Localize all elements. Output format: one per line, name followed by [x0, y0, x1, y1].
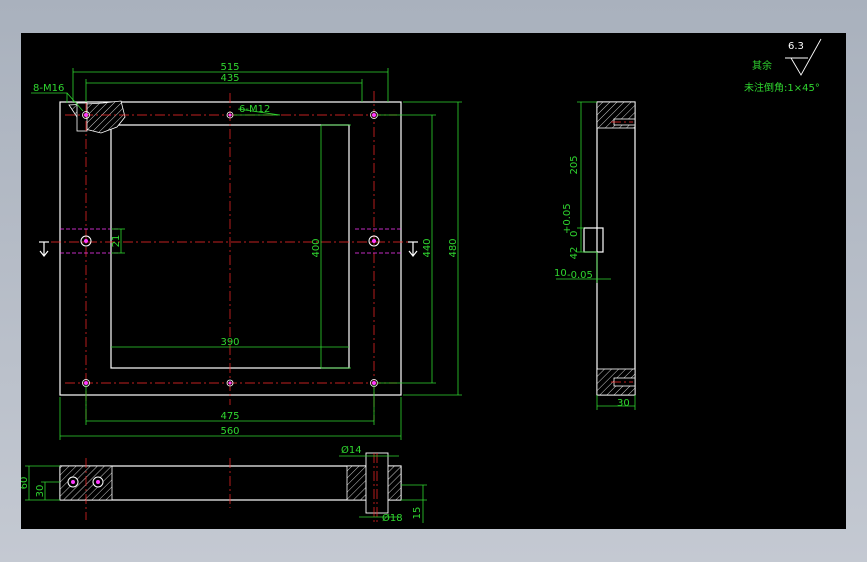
- section-marker-right: [408, 242, 418, 257]
- dim-205: 205: [569, 155, 580, 174]
- hole-callout-m12: 6-M12: [239, 104, 270, 115]
- m16-holes: [80, 111, 380, 387]
- side-key-slot: [583, 227, 604, 253]
- plate-outline: [59, 101, 402, 396]
- roughness-symbol-icon: [790, 38, 822, 76]
- dim-480: 480: [448, 238, 459, 257]
- dim-560: 560: [220, 426, 239, 437]
- chamfer-note: 未注倒角:1×45°: [744, 81, 820, 94]
- tol-10: -0.05: [567, 270, 593, 281]
- dim-10: 10: [554, 268, 567, 279]
- tol-42-lower: 0: [569, 231, 580, 237]
- dim-390: 390: [220, 337, 239, 348]
- dim-side-30: 30: [617, 398, 630, 409]
- roughness-value: 6.3: [788, 41, 804, 52]
- side-view: 205 42 +0.05 0 10 -0.05 30: [554, 101, 636, 410]
- section-marker-left: [39, 242, 49, 257]
- dim-475: 475: [220, 411, 239, 422]
- plan-dimension-lines: [31, 68, 462, 440]
- cad-drawing-canvas[interactable]: 515 435 8-M16 6-M12 400 440 480 390 475 …: [19, 33, 846, 529]
- dim-60: 60: [21, 477, 30, 490]
- dim-bottom-30: 30: [35, 485, 46, 498]
- drawing-svg: 515 435 8-M16 6-M12 400 440 480 390 475 …: [19, 38, 822, 524]
- bottom-view: 60 30 Ø14 Ø18 15: [19, 444, 427, 524]
- bottom-dimension-lines: [25, 455, 427, 523]
- dim-15: 15: [412, 507, 423, 520]
- roughness-other-label: 其余: [752, 59, 772, 72]
- dim-515: 515: [220, 62, 239, 73]
- tol-42-upper: +0.05: [562, 203, 573, 234]
- hole-callout-m16: 8-M16: [33, 83, 64, 94]
- breakout-bore: [76, 102, 88, 132]
- dim-435: 435: [220, 73, 239, 84]
- notes-block: 6.3 其余 未注倒角:1×45°: [744, 38, 822, 94]
- dim-42: 42: [569, 247, 580, 260]
- dim-d14: Ø14: [341, 444, 362, 456]
- dim-400: 400: [311, 238, 322, 257]
- plan-view: 515 435 8-M16 6-M12 400 440 480 390 475 …: [31, 62, 462, 440]
- dim-440: 440: [422, 238, 433, 257]
- side-dimension-lines: [556, 101, 636, 410]
- dim-21: 21: [111, 235, 122, 248]
- dim-d18: Ø18: [382, 512, 403, 524]
